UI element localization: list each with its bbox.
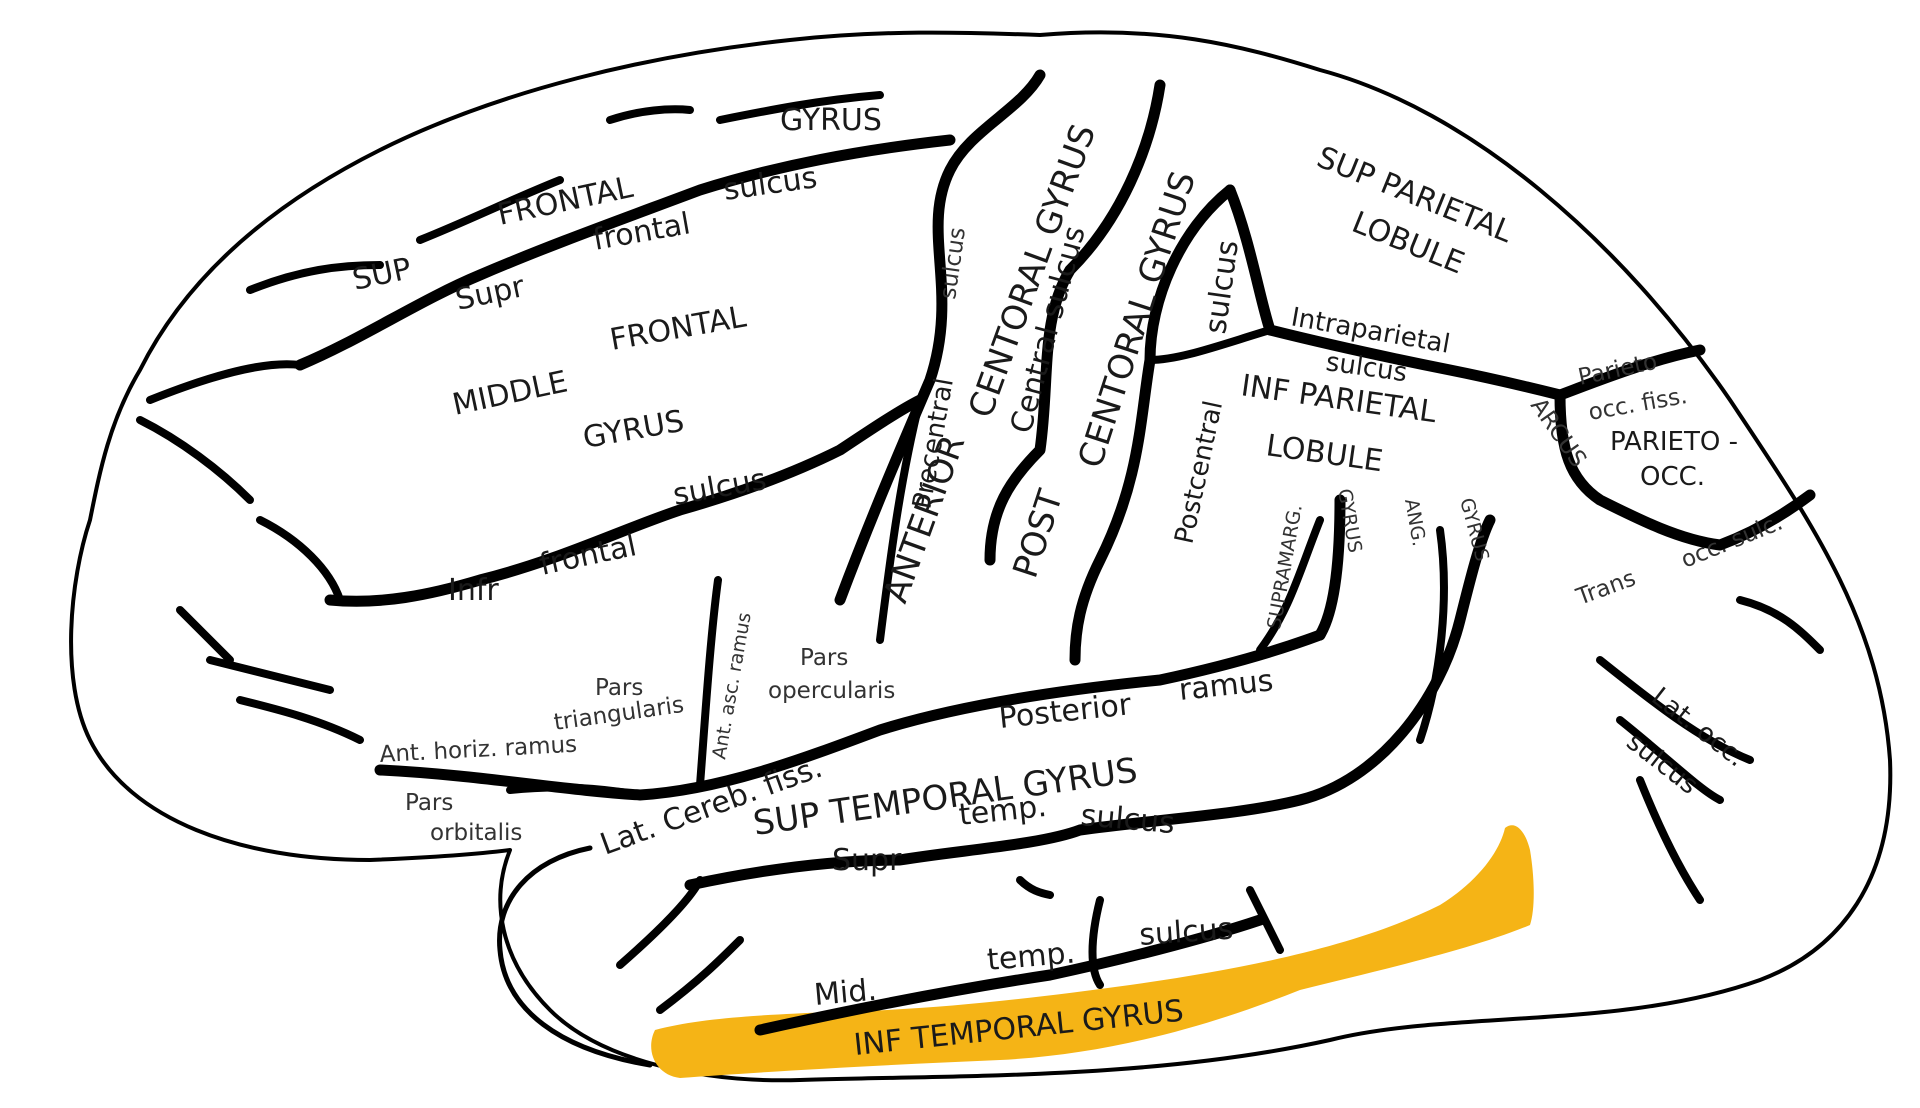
inf-temporal-gyrus-highlight [651,825,1534,1078]
mid-temp-sulcus-line [754,914,1266,1036]
label-mid-temp-sulcus-2: temp. [986,935,1077,978]
temporal-pole-edge [497,845,653,1068]
intraparietal-ramus [1146,326,1274,364]
label-sup-frontal-gyrus-gyrus: GYRUS [780,103,882,138]
label-mid-temp-sulcus-3: sulcus [1138,911,1234,952]
precentral-sulcus-line [834,69,1046,606]
label-mid-temp-sulcus-1: Mid. [813,973,879,1013]
label-pars-opercularis-1: Pars [800,645,848,671]
trans-occ-sulc-line [1554,389,1816,551]
ang-sulcus-line [1416,526,1448,744]
supr-frontal-sulcus-line [294,134,956,371]
supr-temp-sulcus-line [684,514,1496,891]
label-infr-frontal-sulcus-infr: Infr [448,573,499,608]
temporal-sulcus-a [616,876,744,1014]
central-sulcus-line [984,79,1166,566]
label-pars-triangularis-1: Pars [595,675,643,701]
lateral-fissure-posterior-upturn [1314,494,1346,641]
postcentral-sulcus-line [1069,184,1236,666]
ant-asc-ramus-line [696,576,722,789]
label-pars-orbitalis-2: orbitalis [430,820,522,846]
orbital-sulcus-line [176,606,364,744]
ant-horiz-ramus-line [506,783,644,799]
intraparietal-sulcus-line [1224,184,1566,401]
label-supr-temp-sulcus-3: sulcus [1079,798,1176,841]
brain-outline [69,30,1893,1083]
frontal-lobe-sulcus-b [606,91,884,124]
label-parieto-occ-arcus-2: OCC. [1640,462,1705,492]
supramarg-sulcus-line [1256,516,1324,654]
temporal-sulcus-c [1246,886,1284,954]
precentral-sulcus-branch [876,396,924,644]
label-pars-opercularis-2: opercularis [768,678,895,704]
occ-lateral-sulcus-line [1596,656,1754,804]
frontal-lobe-sulcus-a [146,176,564,404]
frontal-lobe-sulcus-c [136,416,344,604]
infr-frontal-sulcus-line [324,394,926,607]
temporal-sulcus-b [1016,876,1104,989]
occ-sulcus-a [1636,596,1824,904]
parieto-occ-fiss-line [1554,344,1706,401]
label-pars-orbitalis-1: Pars [405,790,453,816]
label-supr-temp-sulcus-1: Supr [832,843,902,878]
label-parieto-occ-arcus-1: PARIETO - [1610,427,1738,457]
